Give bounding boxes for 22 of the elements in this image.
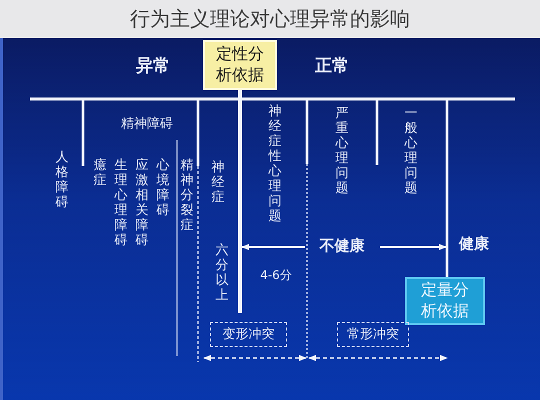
category-label: 生理心理障碍 <box>114 158 128 248</box>
label-box: 常形冲突 <box>337 322 409 347</box>
range-label: 不健康 <box>320 237 364 255</box>
section-heading: 异常 <box>136 57 170 77</box>
category-label: 应激相关障碍 <box>135 158 149 248</box>
label-box: 变形冲突 <box>210 322 287 347</box>
info-box: 定量分析依据 <box>405 277 485 325</box>
category-label: 一般心理问题 <box>404 106 418 196</box>
header-box: 定性分析依据 <box>203 40 277 90</box>
range-label: 健康 <box>459 235 489 253</box>
category-label: 心境障碍 <box>156 158 170 218</box>
diagram-title: 行为主义理论对心理异常的影响 <box>130 8 410 30</box>
category-label: 人格障碍 <box>55 150 69 210</box>
category-label: 严重心理问题 <box>335 106 349 196</box>
category-label: 癔症 <box>93 158 107 188</box>
score-label: 4-6分 <box>260 269 292 283</box>
category-label: 精神分裂症 <box>180 158 194 233</box>
section-heading: 正常 <box>315 57 349 77</box>
category-label: 神经症 <box>211 160 225 205</box>
category-label: 神经症性心理问题 <box>268 104 282 224</box>
group-heading: 精神障碍 <box>121 118 173 132</box>
score-label: 六分以上 <box>215 243 229 303</box>
